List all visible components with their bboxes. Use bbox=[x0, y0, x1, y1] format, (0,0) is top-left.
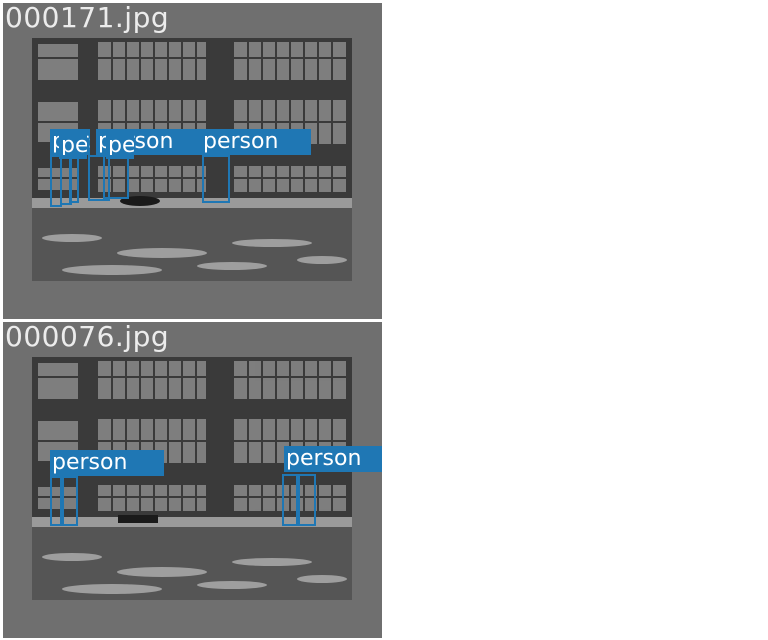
detection-box bbox=[103, 155, 129, 199]
image-tile-000171: 000171.jpg bbox=[3, 3, 382, 319]
scene-photo bbox=[32, 38, 352, 281]
detection-box bbox=[282, 474, 300, 526]
detection-box bbox=[50, 476, 64, 526]
detection-label: person bbox=[284, 446, 382, 472]
detection-box bbox=[202, 155, 230, 203]
detection-label: person bbox=[59, 133, 87, 159]
detection-box bbox=[88, 155, 110, 201]
detection-box bbox=[60, 155, 72, 205]
detection-box bbox=[296, 474, 316, 526]
detection-label: person bbox=[201, 129, 311, 155]
detection-box bbox=[60, 476, 78, 526]
image-filename: 000076.jpg bbox=[5, 322, 170, 353]
image-filename: 000171.jpg bbox=[5, 3, 170, 34]
image-tile-000076: 000076.jpg bbox=[3, 322, 382, 638]
detection-label: person bbox=[50, 450, 164, 476]
detection-label: person bbox=[106, 133, 134, 159]
detection-box bbox=[69, 155, 79, 203]
